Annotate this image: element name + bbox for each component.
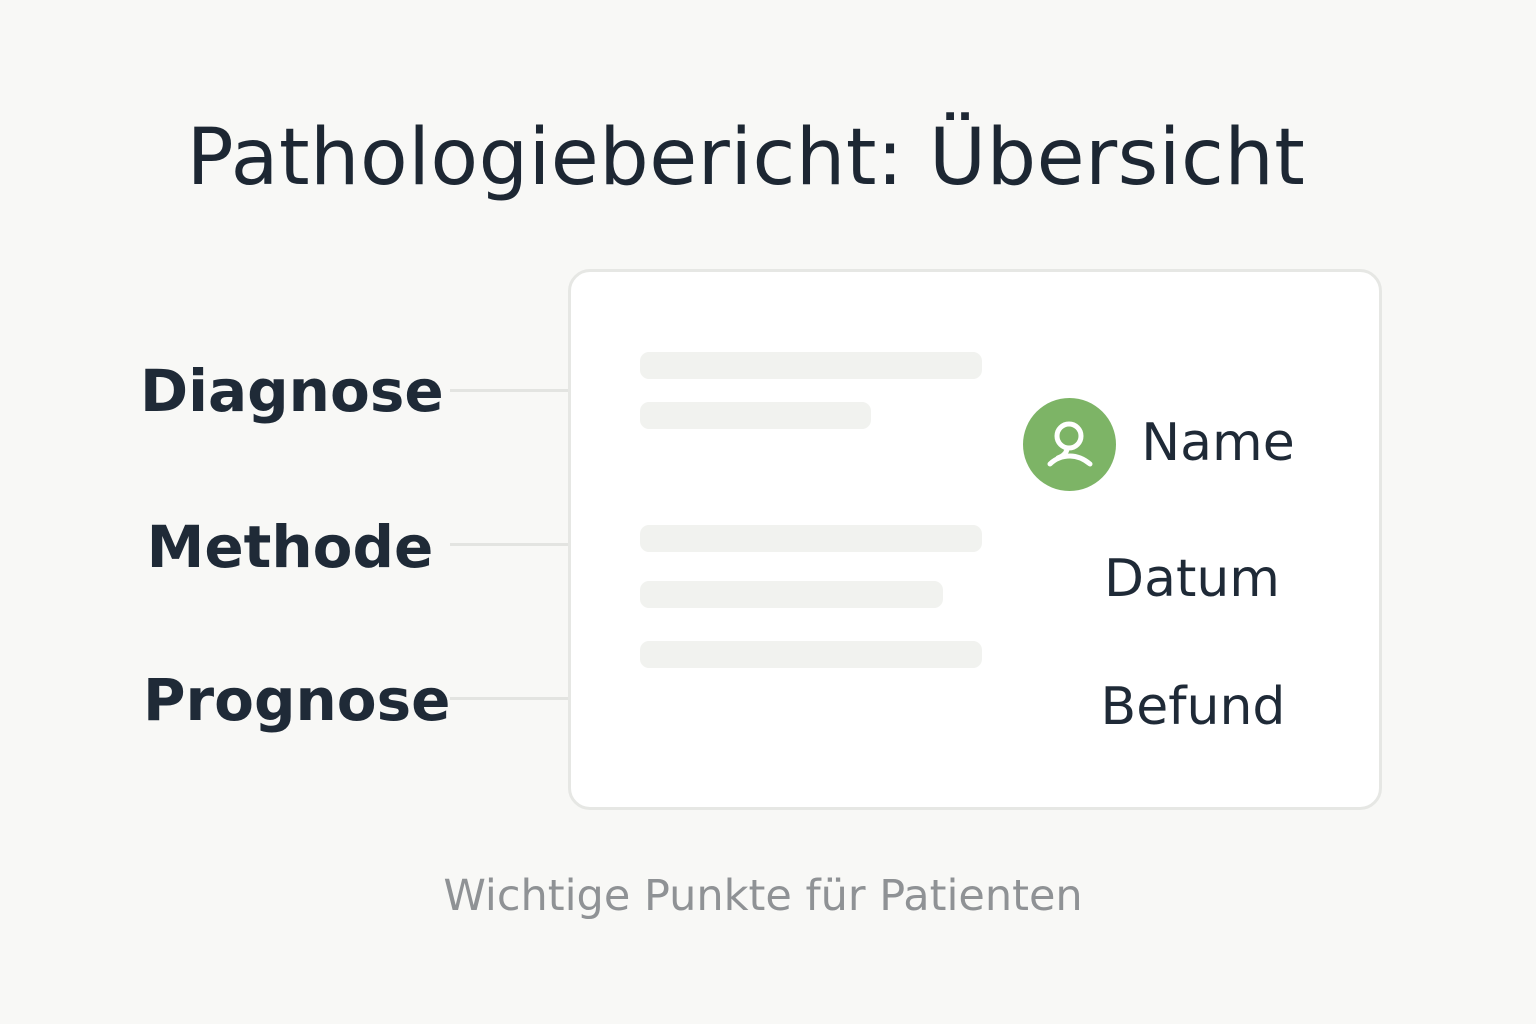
person-icon [1047, 421, 1093, 467]
connector-diagnose [450, 389, 570, 392]
field-datum: Datum [1104, 549, 1280, 609]
connector-methode [450, 543, 570, 546]
placeholder-line [640, 581, 943, 608]
label-diagnose: Diagnose [140, 357, 444, 425]
connector-prognose [450, 697, 570, 700]
field-name: Name [1141, 413, 1295, 473]
field-befund: Befund [1100, 677, 1286, 737]
label-prognose: Prognose [143, 666, 451, 734]
page-title: Pathologiebericht: Übersicht [186, 113, 1306, 203]
avatar [1023, 398, 1116, 491]
placeholder-line [640, 641, 982, 668]
placeholder-line [640, 402, 871, 429]
label-methode: Methode [146, 513, 434, 581]
placeholder-line [640, 352, 982, 379]
placeholder-line [640, 525, 982, 552]
caption: Wichtige Punkte für Patienten [443, 871, 1083, 921]
report-card: Name Datum Befund [568, 269, 1382, 810]
